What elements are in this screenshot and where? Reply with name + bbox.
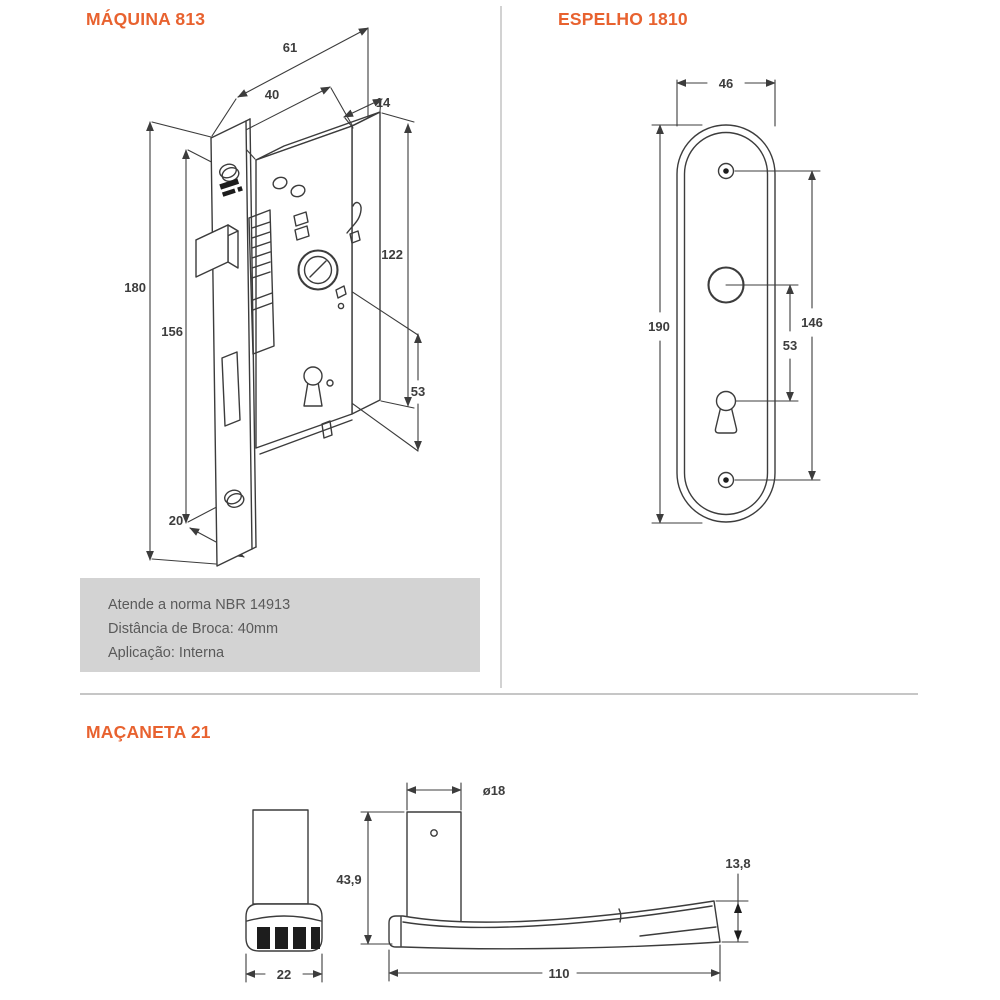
grip-ridge (257, 927, 270, 949)
keyhole (715, 390, 737, 412)
info-line-aplicacao: Aplicação: Interna (108, 645, 225, 661)
dim-122-label: 122 (381, 247, 403, 262)
macaneta-title: MAÇANETA 21 (86, 722, 211, 742)
macaneta-end-view: 22 (245, 809, 323, 983)
dim-190-label: 190 (648, 319, 670, 334)
brand-stamp (219, 178, 243, 197)
maquina-title: MÁQUINA 813 (86, 9, 206, 29)
vertical-divider (500, 6, 502, 688)
dim-20-label: 20 (169, 513, 183, 528)
dim-40-label: 40 (265, 87, 279, 102)
dim-180-label: 180 (124, 280, 146, 295)
grip-ridge (311, 927, 320, 949)
dim-18-label: ø18 (483, 783, 505, 798)
macaneta-side-view: ø18 43,9 13,8 110 (336, 782, 751, 982)
dim-46-label: 46 (719, 76, 733, 91)
dim-156-label: 156 (161, 324, 183, 339)
dim-138-label: 13,8 (725, 856, 750, 871)
dim-53-maquina-label: 53 (411, 384, 425, 399)
dim-110-label: 110 (549, 966, 570, 981)
spindle-pin-hole (430, 829, 438, 837)
grip-ridge (293, 927, 306, 949)
screw-hole-top (723, 168, 729, 174)
norma-info-box: Atende a norma NBR 14913 Distância de Br… (80, 578, 480, 672)
dim-61-label: 61 (283, 40, 297, 55)
dim-439-label: 43,9 (336, 872, 361, 887)
dim-146-label: 146 (801, 315, 823, 330)
dim-53-espelho-label: 53 (783, 338, 797, 353)
espelho-title: ESPELHO 1810 (558, 9, 688, 29)
info-line-norma: Atende a norma NBR 14913 (108, 597, 291, 613)
maquina-drawing: 61 40 14 122 180 156 53 20 (124, 27, 425, 567)
espelho-drawing: 46 190 146 53 (648, 76, 823, 524)
screw-hole-bottom (723, 477, 729, 483)
info-line-broca: Distância de Broca: 40mm (108, 621, 279, 637)
dim-22-label: 22 (277, 967, 291, 982)
horizontal-divider (80, 693, 918, 695)
grip-ridge (275, 927, 288, 949)
dim-14-label: 14 (376, 95, 391, 110)
